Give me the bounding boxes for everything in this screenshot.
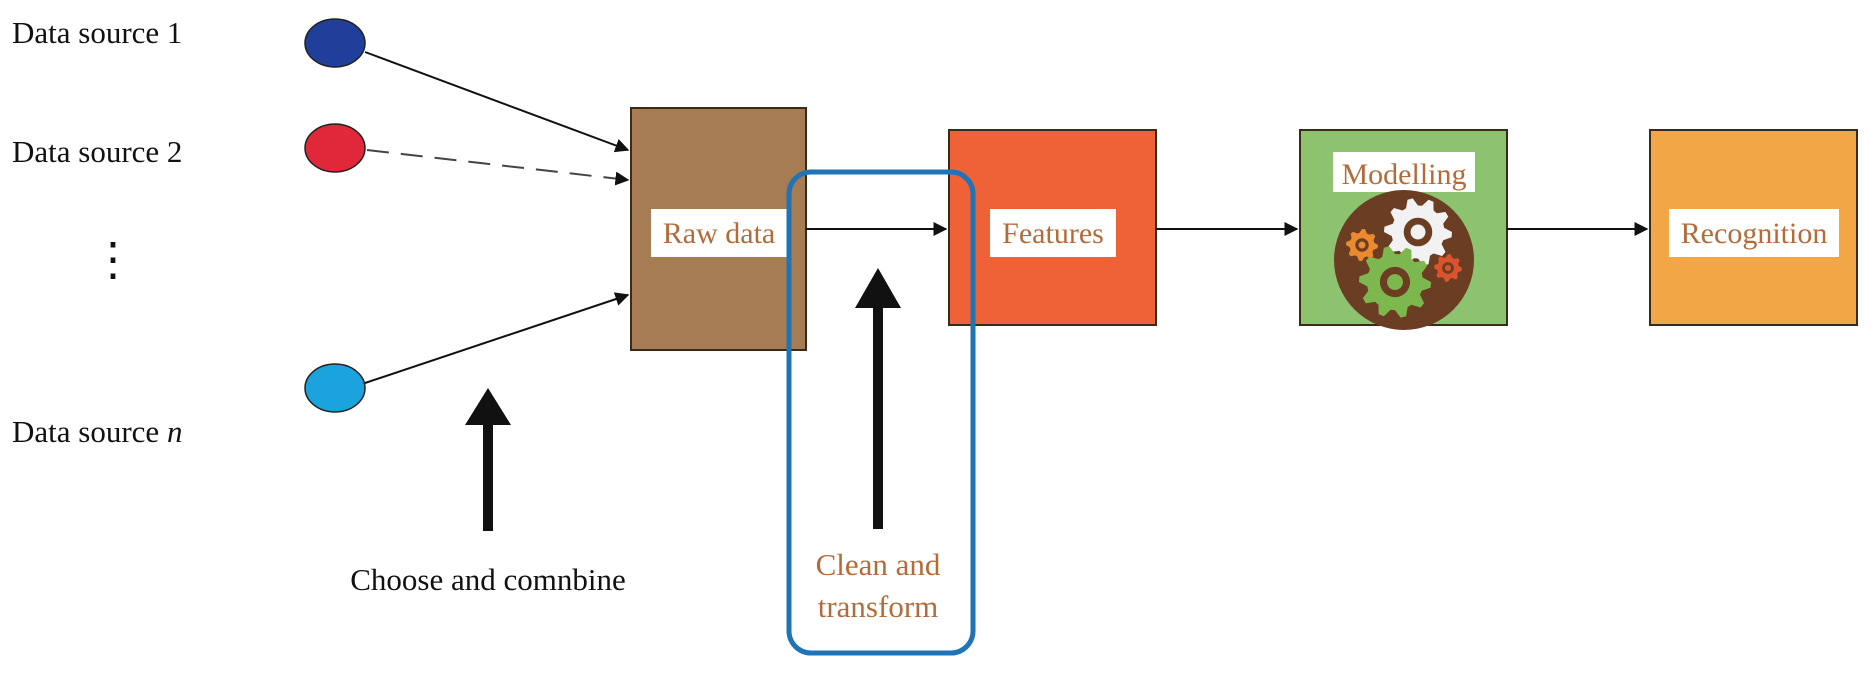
clean-caption-line-2: transform xyxy=(818,589,939,624)
raw-data-label: Raw data xyxy=(663,217,775,250)
gears-icon xyxy=(1334,190,1474,330)
ellipsis-icon: ⋮ xyxy=(90,234,136,285)
combine-up-arrow xyxy=(465,388,511,531)
modelling-label: Modelling xyxy=(1342,158,1467,191)
source-1-node xyxy=(304,18,366,68)
edge-source-2-raw xyxy=(366,149,630,186)
edge-source-1-raw xyxy=(364,51,630,153)
source-n-italic: n xyxy=(167,414,183,449)
gear-red-hub xyxy=(1444,264,1452,272)
gear-green-hub xyxy=(1387,274,1403,290)
gear-green-icon xyxy=(1359,246,1431,318)
edge-source-n-raw xyxy=(364,292,630,384)
modelling-label-bg xyxy=(1333,152,1475,192)
recognition-label: Recognition xyxy=(1681,217,1828,250)
source-2-label: Data source 2 xyxy=(12,134,182,169)
features-label-bg xyxy=(990,209,1116,257)
clean-caption-line-1: Clean and xyxy=(816,547,941,582)
source-1-label: Data source 1 xyxy=(12,15,182,50)
source-2-node xyxy=(304,123,366,173)
features-label: Features xyxy=(1002,217,1104,250)
combine-caption: Choose and comnbine xyxy=(350,562,626,597)
gear-white-icon xyxy=(1384,198,1452,266)
raw-data-label-bg xyxy=(651,209,788,257)
source-n-prefix: Data source xyxy=(12,414,167,449)
clean-up-arrow xyxy=(855,268,901,529)
gear-red-icon xyxy=(1434,254,1462,282)
gear-orange-hub xyxy=(1358,241,1366,249)
recognition-label-bg xyxy=(1669,209,1839,257)
clean-transform-highlight xyxy=(786,169,976,656)
gear-white-hub xyxy=(1410,224,1426,240)
gear-orange-icon xyxy=(1346,229,1378,261)
source-n-label: Data source n xyxy=(12,414,182,449)
source-n-node xyxy=(304,363,366,413)
